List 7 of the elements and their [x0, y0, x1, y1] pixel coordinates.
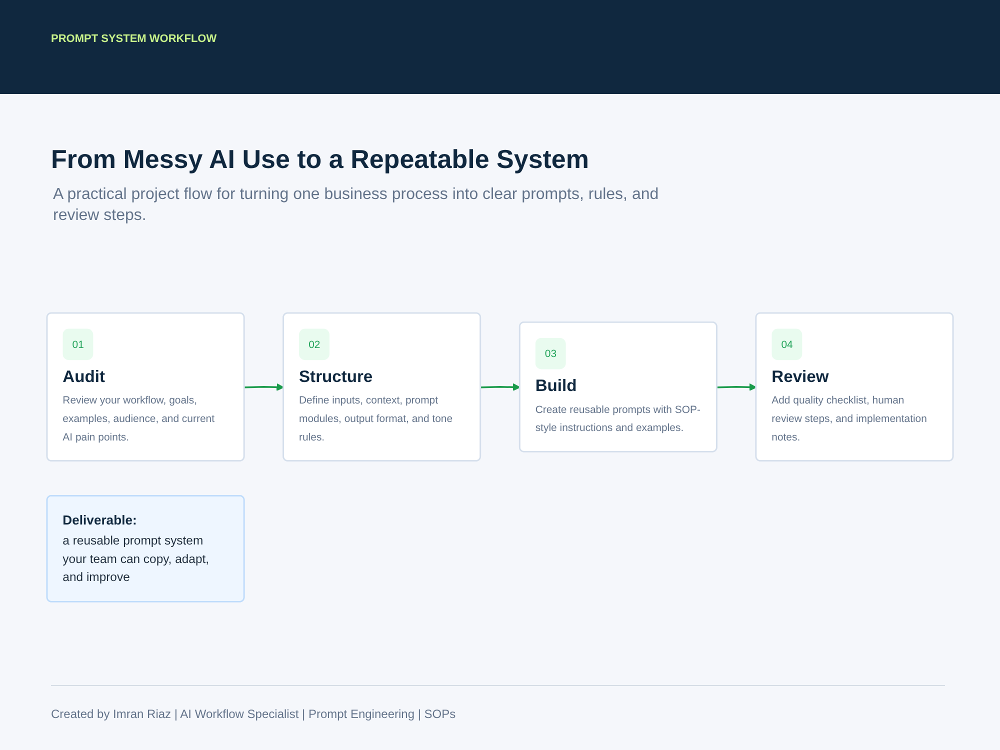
- arrow: [480, 384, 520, 392]
- header-label: PROMPT SYSTEM WORKFLOW: [51, 33, 217, 45]
- footer-credit: Created by Imran Riaz | AI Workflow Specialist | Prompt Engineering | SOPs: [51, 707, 456, 721]
- arrow: [244, 384, 284, 392]
- arrow: [717, 384, 757, 392]
- title: From Messy AI Use to a Repeatable System: [51, 144, 590, 175]
- subtitle: A practical project flow for turning one business process into clear prompts, rules, and review steps.: [53, 185, 660, 226]
